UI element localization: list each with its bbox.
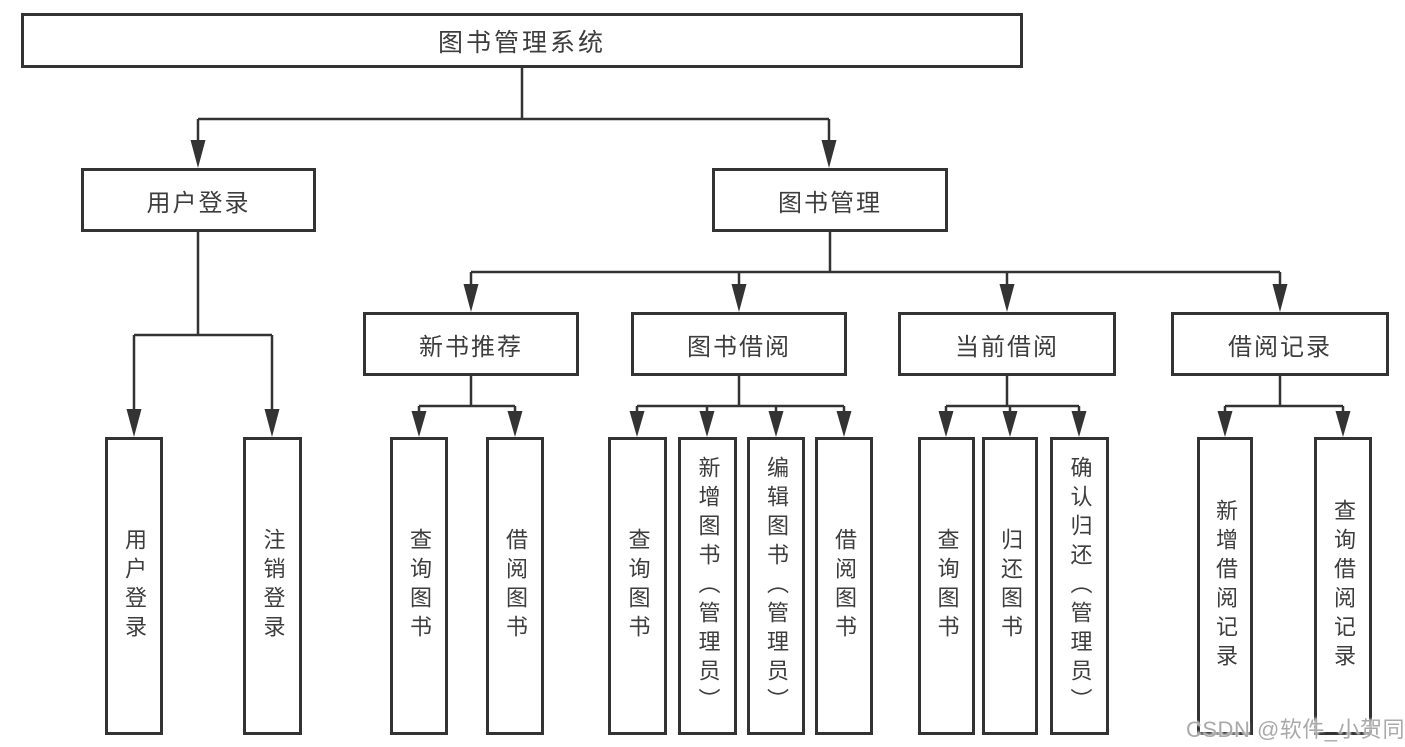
leaf-bb-edit-books-admin: 编辑图书（管理员） [747,437,805,735]
leaf-logout-label: 注销登录 [260,528,286,644]
leaf-bb-edit-books-admin-label: 编辑图书（管理员） [764,455,789,717]
leaf-cb-query-books: 查询图书 [918,437,975,735]
leaf-br-query-record: 查询借阅记录 [1314,437,1372,735]
leaf-nb-query-books: 查询图书 [390,437,448,735]
leaf-bb-query-books: 查询图书 [608,437,667,735]
leaf-cb-return-books: 归还图书 [982,437,1038,735]
leaf-cb-return-books-label: 归还图书 [998,528,1023,644]
node-book-management: 图书管理 [712,168,948,232]
leaf-br-query-record-label: 查询借阅记录 [1331,499,1356,673]
leaf-user-login-label: 用户登录 [122,528,147,644]
leaf-bb-add-books-admin-label: 新增图书（管理员） [695,455,721,717]
node-user-login: 用户登录 [81,168,316,232]
node-borrow-records: 借阅记录 [1171,312,1389,376]
leaf-br-add-record: 新增借阅记录 [1197,437,1253,735]
node-new-book-recommend: 新书推荐 [363,312,579,376]
leaf-nb-borrow-books-label: 借阅图书 [503,528,528,644]
leaf-cb-query-books-label: 查询图书 [934,528,960,644]
leaf-nb-query-books-label: 查询图书 [407,528,432,644]
leaf-bb-query-books-label: 查询图书 [625,528,651,644]
leaf-bb-add-books-admin: 新增图书（管理员） [678,437,737,735]
leaf-cb-confirm-return-admin: 确认归还（管理员） [1050,437,1109,735]
node-book-borrow: 图书借阅 [631,312,847,376]
leaf-bb-borrow-books: 借阅图书 [815,437,873,735]
node-root: 图书管理系统 [21,13,1023,68]
leaf-user-login: 用户登录 [105,437,163,735]
watermark: CSDN @软件_小贺同学 [1186,717,1405,742]
leaf-cb-confirm-return-admin-label: 确认归还（管理员） [1067,455,1093,717]
leaf-logout: 注销登录 [243,437,302,735]
leaf-nb-borrow-books: 借阅图书 [486,437,544,735]
leaf-bb-borrow-books-label: 借阅图书 [832,528,857,644]
node-current-borrow: 当前借阅 [898,312,1116,376]
leaf-br-add-record-label: 新增借阅记录 [1213,499,1238,673]
